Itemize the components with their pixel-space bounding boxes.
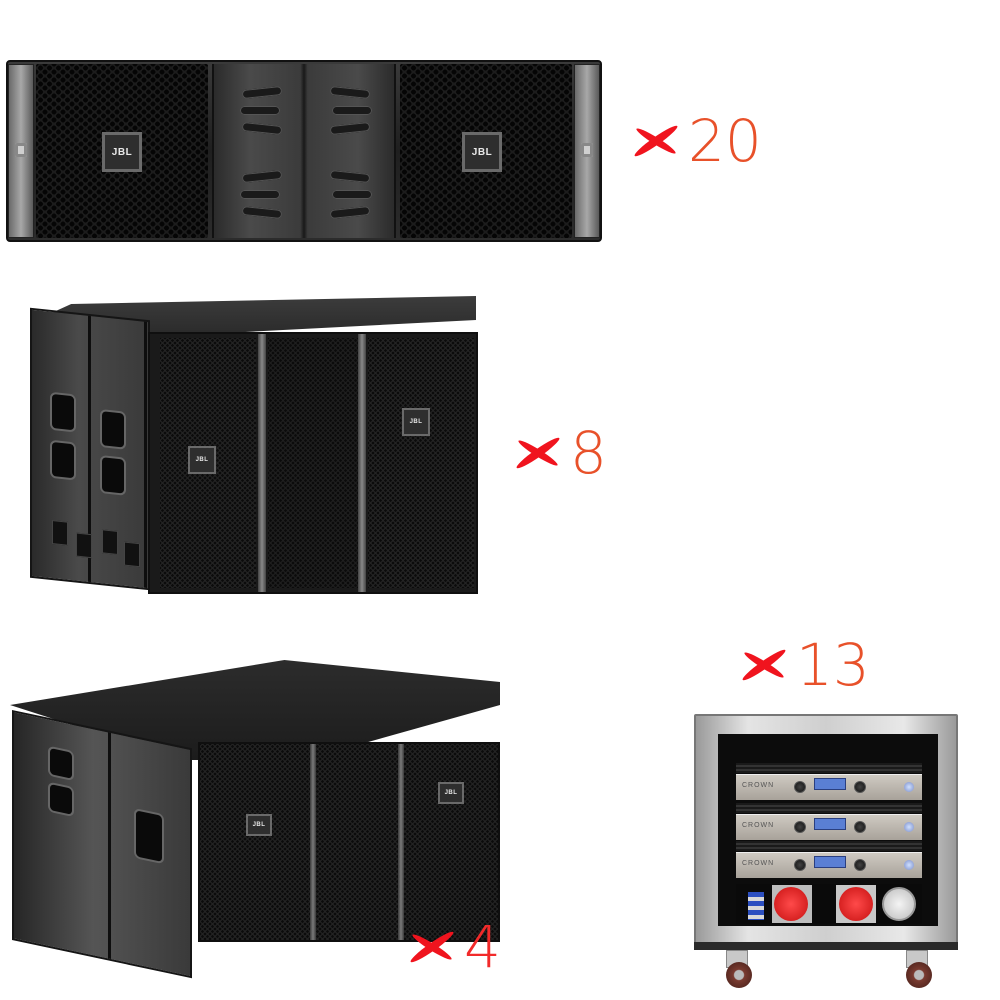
power-amplifier: CROWN [736, 803, 922, 840]
vent-slot [241, 205, 283, 220]
rigging-endcap-left [8, 64, 34, 238]
power-button-icon [904, 822, 914, 832]
panel-divider [398, 744, 404, 940]
cabinet-side-panel [12, 710, 192, 979]
amp-brand-label: CROWN [742, 782, 775, 789]
jbl-logo-badge: JBL [402, 408, 430, 436]
panel-divider [310, 744, 316, 940]
volume-knob-icon [854, 821, 866, 833]
jbl-logo-badge: JBL [462, 132, 502, 172]
amplifier-rack-image: CROWN CROWN CROWN [694, 714, 958, 988]
quantity-value: 4 [464, 913, 501, 981]
vent-slot [329, 169, 371, 184]
amp-brand-label: CROWN [742, 860, 775, 867]
jbl-logo-badge: JBL [246, 814, 272, 836]
cabinet-side-panel [30, 307, 150, 591]
handle-icon [48, 745, 74, 782]
input-connector [76, 532, 92, 559]
handle-icon [100, 455, 126, 496]
multiply-x-icon [410, 928, 454, 966]
multiply-x-icon [742, 646, 786, 684]
vent-slot [241, 169, 283, 184]
quantity-label-amp-rack: 13 [742, 636, 870, 694]
handle-icon [100, 409, 126, 450]
power-amplifier: CROWN [736, 841, 922, 878]
red-cee-socket-icon [774, 887, 808, 921]
line-array-enclosure-image: JBL JBL [10, 660, 500, 979]
vent-slot [329, 205, 371, 220]
cabinet-front: JBL JBL [198, 742, 500, 942]
power-amplifier: CROWN [736, 763, 922, 800]
handle-icon [48, 781, 74, 818]
panel-divider [358, 334, 366, 592]
cabinet-front: JBL JBL [148, 332, 478, 594]
rack-interior: CROWN CROWN CROWN [718, 734, 938, 926]
speaker-grille-left: JBL [36, 64, 208, 238]
vent-slot [241, 85, 283, 100]
lcd-display [814, 856, 846, 868]
input-connector [124, 541, 140, 568]
rack-base-rail [694, 942, 958, 950]
white-power-socket-icon [882, 887, 916, 921]
lcd-display [814, 778, 846, 790]
rigging-endcap-right [574, 64, 600, 238]
power-button-icon [904, 860, 914, 870]
waveguide-center-panel [212, 64, 396, 238]
lcd-display [814, 818, 846, 830]
vent-slot [329, 85, 371, 100]
rigging-rail [108, 732, 111, 960]
power-distribution-panel [736, 884, 922, 924]
speaker-grille: JBL [368, 338, 474, 588]
subwoofer-speaker-image: JBL JBL [30, 296, 480, 596]
quantity-value: 8 [570, 419, 607, 487]
amp-vent [736, 763, 922, 773]
amp-vent [736, 841, 922, 851]
quantity-label-subwoofer: 8 [516, 424, 607, 482]
volume-knob-icon [794, 821, 806, 833]
amp-brand-label: CROWN [742, 822, 775, 829]
vent-slot [241, 121, 283, 136]
circuit-breaker-icon [748, 892, 764, 920]
vent-slot [240, 190, 280, 199]
power-button-icon [904, 782, 914, 792]
rack-flight-case: CROWN CROWN CROWN [694, 714, 958, 944]
input-connector [102, 529, 118, 555]
multiply-x-icon [634, 122, 678, 160]
volume-knob-icon [794, 859, 806, 871]
quantity-label-line-array: 20 [634, 112, 762, 170]
volume-knob-icon [854, 859, 866, 871]
jbl-logo-badge: JBL [188, 446, 216, 474]
amp-vent [736, 803, 922, 813]
quantity-value: 20 [688, 107, 762, 175]
handle-icon [50, 391, 76, 433]
jbl-logo-badge: JBL [438, 782, 464, 804]
quantity-label-enclosure: 4 [410, 918, 501, 976]
input-connector [52, 520, 68, 546]
speaker-grille: JBL [160, 338, 256, 588]
vent-slot [240, 106, 280, 115]
handle-icon [50, 439, 76, 481]
quantity-value: 13 [796, 631, 870, 699]
line-array-speaker-image: JBL JBL [6, 60, 602, 242]
jbl-logo-badge: JBL [102, 132, 142, 172]
caster-wheel-icon [900, 950, 936, 988]
vent-slot [332, 190, 372, 199]
speaker-grille-center [268, 338, 358, 588]
panel-divider [258, 334, 266, 592]
speaker-grille-right: JBL [400, 64, 572, 238]
multiply-x-icon [516, 434, 560, 472]
caster-wheel-icon [720, 950, 756, 988]
volume-knob-icon [794, 781, 806, 793]
vent-slot [329, 121, 371, 136]
volume-knob-icon [854, 781, 866, 793]
rigging-rail [144, 321, 147, 588]
vent-slot [332, 106, 372, 115]
handle-icon [134, 807, 164, 865]
red-cee-inlet-icon [839, 887, 873, 921]
